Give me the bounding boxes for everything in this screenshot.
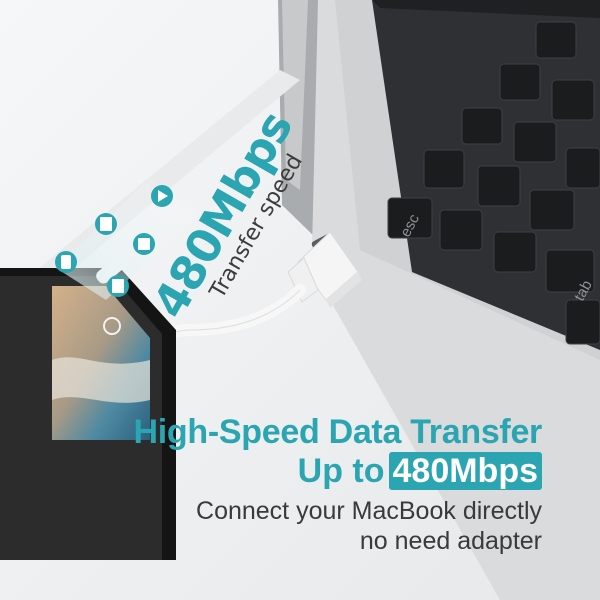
- file-icon: [107, 275, 129, 297]
- speed-badge: 480Mbps: [388, 452, 542, 490]
- subtitle-prefix: Up to: [297, 452, 385, 490]
- phone-icon: [55, 251, 77, 273]
- description-line-2: no need adapter: [359, 527, 542, 555]
- key-tab: [565, 299, 600, 345]
- image-icon: [133, 233, 155, 255]
- key-esc: [387, 197, 433, 239]
- description-line-1: Connect your MacBook directly: [196, 497, 542, 525]
- play-icon: [151, 185, 173, 207]
- headline-title: High-Speed Data Transfer: [133, 413, 543, 451]
- document-icon: [95, 213, 117, 235]
